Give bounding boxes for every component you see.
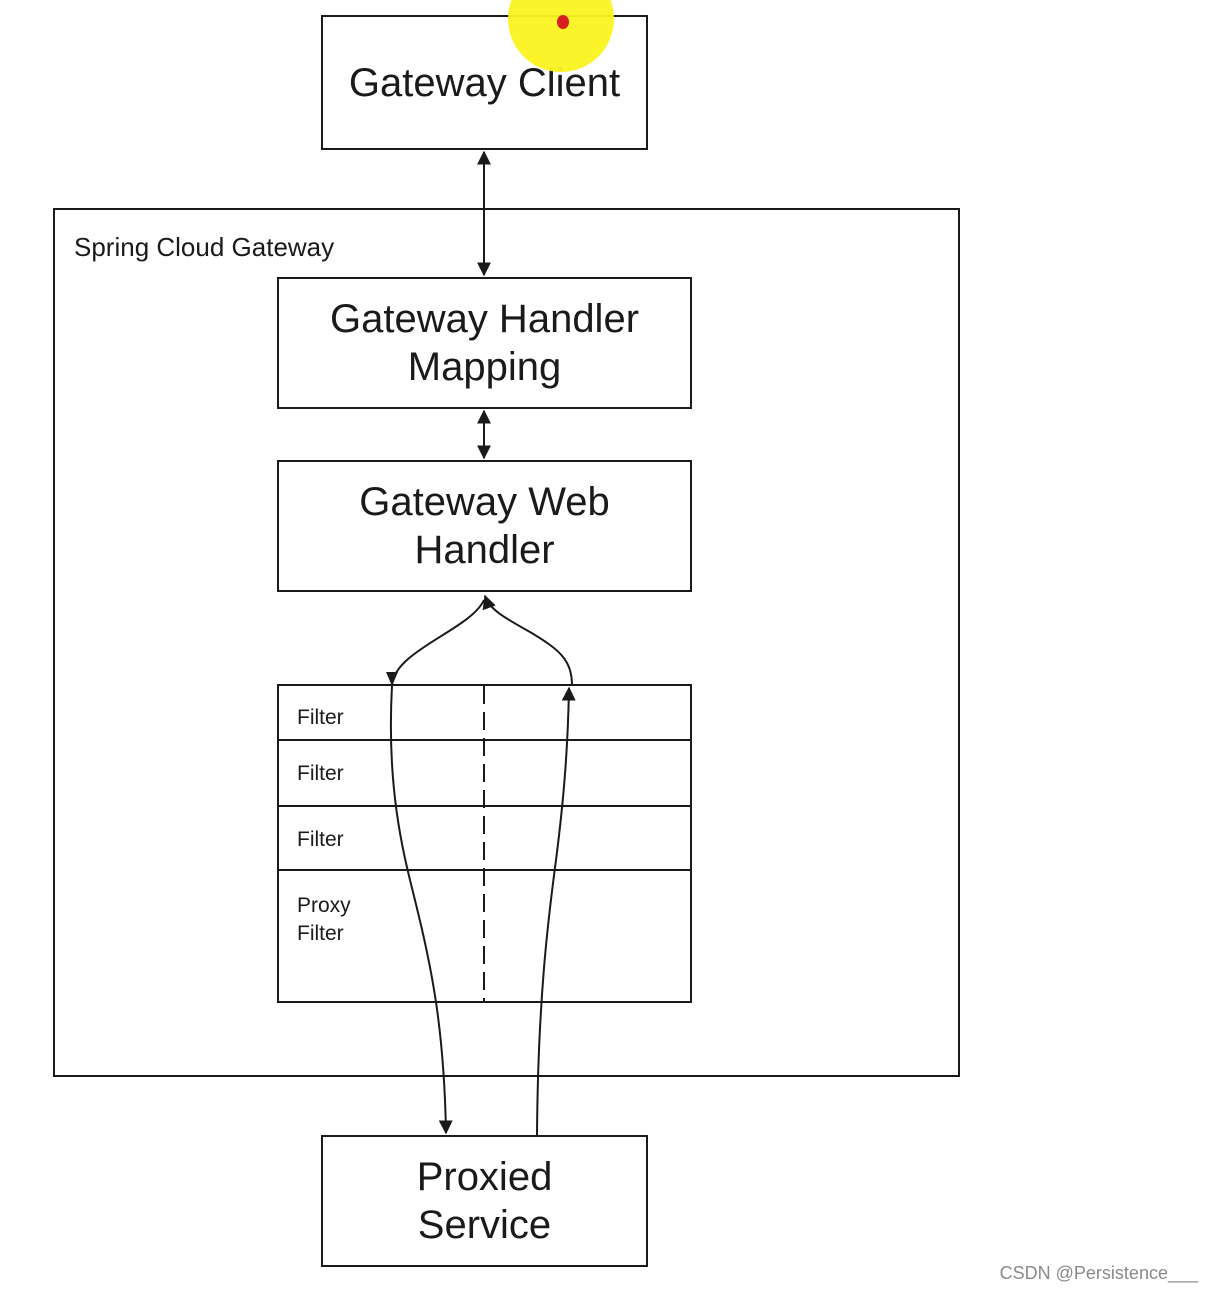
web-handler-box: Gateway Web Handler [277,460,692,592]
handler-mapping-label: Gateway Handler Mapping [329,297,640,389]
proxied-service-label: Proxied Service [416,1155,553,1247]
cursor-dot [557,15,569,29]
filter-label: Filter [297,706,344,729]
filter-label: Filter [297,828,344,851]
web-handler-label: Gateway Web Handler [359,480,610,572]
container-label: Spring Cloud Gateway [74,232,335,262]
spring-cloud-gateway-container [53,208,960,1077]
filter-row-divider [277,805,692,807]
gateway-client-box: Gateway Client [321,15,648,150]
gateway-client-label: Gateway Client [348,60,621,105]
filter-row-divider [277,869,692,871]
proxied-service-box: Proxied Service [321,1135,648,1267]
filter-row-divider [277,739,692,741]
watermark: CSDN @Persistence___ [999,1263,1198,1283]
proxy-filter-label: Proxy Filter [297,894,351,945]
handler-mapping-box: Gateway Handler Mapping [277,277,692,409]
filter-label: Filter [297,762,344,785]
